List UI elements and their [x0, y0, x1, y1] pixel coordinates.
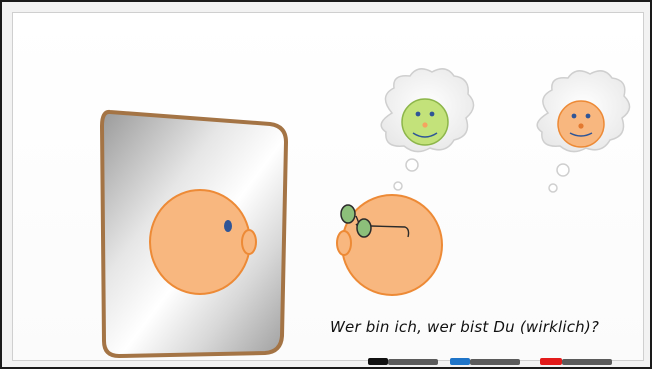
blue-marker-icon[interactable] [450, 358, 520, 365]
thought-bubble-orange-face-icon [537, 71, 629, 192]
black-marker-icon[interactable] [368, 358, 438, 365]
red-marker-icon[interactable] [540, 358, 612, 365]
thought-bubble-green-face-icon [381, 69, 473, 190]
caption-text: Wer bin ich, wer bist Du (wirklich)? [330, 318, 630, 336]
head-with-glasses-icon [337, 195, 442, 295]
